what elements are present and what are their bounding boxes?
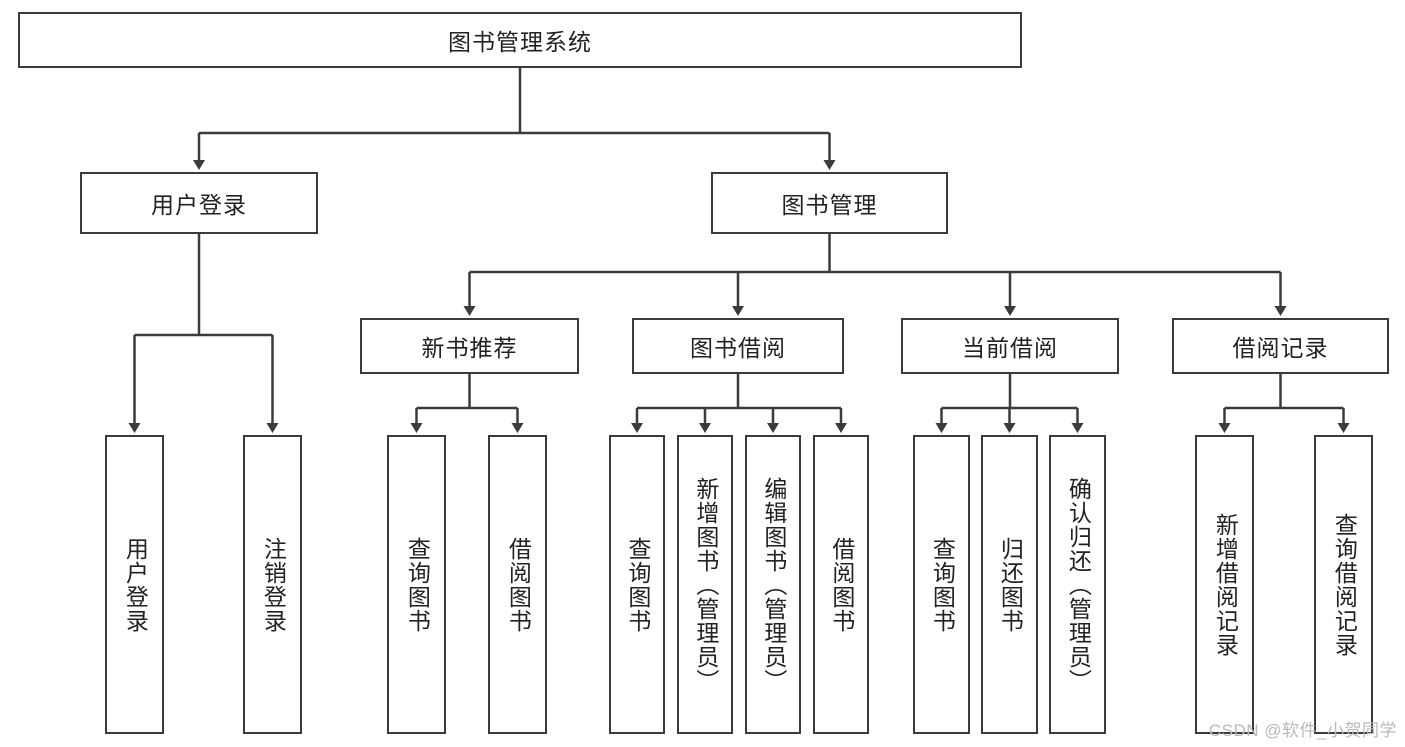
node-label: 归还图书	[997, 536, 1024, 633]
node-label: 用户登录	[151, 192, 247, 218]
node-leaf-edit-book-admin[interactable]: 编辑图书（管理员）	[745, 435, 801, 734]
node-label: 查询图书	[624, 536, 651, 633]
node-label: 注销登录	[260, 536, 287, 633]
node-label: 新增图书（管理员）	[692, 476, 719, 693]
node-label: 查询借阅记录	[1331, 512, 1358, 657]
node-borrow-record[interactable]: 借阅记录	[1172, 318, 1389, 374]
node-leaf-add-borrow-record[interactable]: 新增借阅记录	[1195, 435, 1254, 734]
node-label: 新增借阅记录	[1212, 512, 1239, 657]
node-label: 编辑图书（管理员）	[760, 476, 787, 693]
node-user-login[interactable]: 用户登录	[80, 172, 318, 234]
node-label: 借阅图书	[505, 536, 532, 633]
node-label: 当前借阅	[962, 335, 1058, 361]
node-leaf-query-book-current[interactable]: 查询图书	[913, 435, 970, 734]
node-leaf-user-login[interactable]: 用户登录	[105, 435, 164, 734]
node-leaf-logout-login[interactable]: 注销登录	[243, 435, 302, 734]
node-root[interactable]: 图书管理系统	[18, 12, 1022, 68]
node-label: 图书借阅	[690, 335, 786, 361]
node-label: 新书推荐	[421, 335, 518, 361]
node-label: 图书管理系统	[448, 29, 592, 55]
node-label: 查询图书	[404, 536, 431, 633]
node-label: 查询图书	[929, 536, 956, 633]
node-leaf-return-book[interactable]: 归还图书	[981, 435, 1038, 734]
node-book-borrow[interactable]: 图书借阅	[632, 318, 844, 374]
node-new-book-recommend[interactable]: 新书推荐	[360, 318, 579, 374]
node-leaf-query-book-recommend[interactable]: 查询图书	[387, 435, 446, 734]
node-leaf-confirm-return-admin[interactable]: 确认归还（管理员）	[1049, 435, 1106, 734]
csdn-watermark: CSDN @软件_小贺同学	[1208, 721, 1397, 740]
node-leaf-query-book-borrow[interactable]: 查询图书	[609, 435, 665, 734]
node-label: 确认归还（管理员）	[1065, 476, 1092, 693]
node-label: 借阅记录	[1232, 335, 1329, 361]
node-current-borrow[interactable]: 当前借阅	[901, 318, 1119, 374]
node-label: 用户登录	[122, 536, 149, 633]
node-label: 图书管理	[781, 192, 878, 218]
node-book-management[interactable]: 图书管理	[711, 172, 948, 234]
node-label: 借阅图书	[828, 536, 855, 633]
node-leaf-borrow-book-recommend[interactable]: 借阅图书	[488, 435, 547, 734]
node-leaf-borrow-book[interactable]: 借阅图书	[813, 435, 869, 734]
node-leaf-add-book-admin[interactable]: 新增图书（管理员）	[677, 435, 733, 734]
node-leaf-query-borrow-record[interactable]: 查询借阅记录	[1314, 435, 1373, 734]
